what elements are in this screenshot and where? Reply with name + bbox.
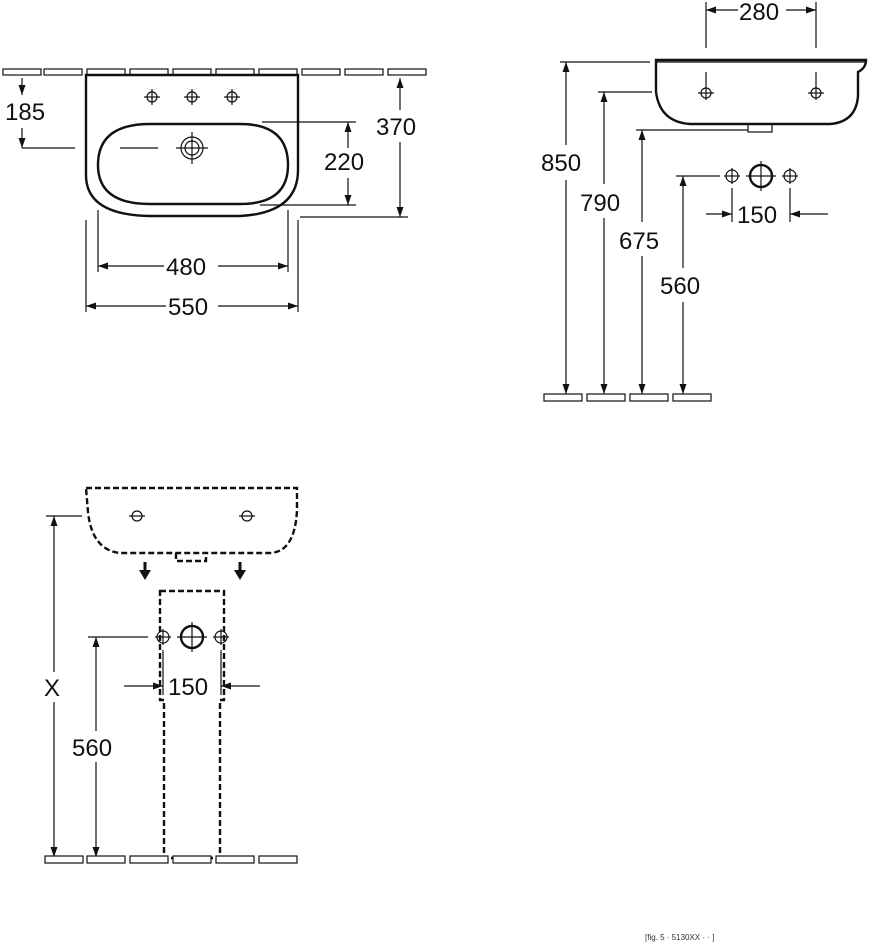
dim-width-outer: 550 — [168, 294, 208, 321]
dim-depth-total: 370 — [376, 114, 416, 141]
tap-hole-icon — [698, 72, 824, 100]
dim-height-variable: X — [44, 675, 60, 702]
basin-outline — [84, 73, 300, 218]
basin-side-outline — [654, 58, 868, 126]
pedestal-view: 150 X 560 — [44, 486, 299, 864]
basin-bowl — [96, 122, 290, 206]
dim-height-bottom: 675 — [619, 228, 659, 255]
tap-hole-icon — [144, 89, 240, 105]
dim-tap-spacing: 280 — [739, 0, 779, 26]
dim-outlet-spacing: 150 — [737, 202, 777, 229]
footer-note: [fig. 5 · 5130XX · · ] — [645, 933, 714, 942]
dim-height-outlet: 560 — [660, 273, 700, 300]
dim-bowl-depth: 220 — [324, 149, 364, 176]
side-view: 280 150 — [541, 0, 868, 402]
dim-outlet-spacing: 150 — [168, 674, 208, 701]
dim-width-inner: 480 — [166, 254, 206, 281]
tap-hole-icon — [129, 510, 255, 522]
mount-arrow-icon — [139, 562, 246, 580]
dim-height-outlet: 560 — [72, 735, 112, 762]
floor-tiles — [44, 855, 298, 864]
floor-tiles — [543, 393, 712, 402]
dim-height-bowl: 790 — [580, 190, 620, 217]
dim-tap-offset: 185 — [5, 99, 45, 126]
front-view: 185 370 220 480 550 — [2, 68, 427, 321]
dim-height-top: 850 — [541, 150, 581, 177]
basin-dashed-outline — [84, 486, 299, 555]
wall-tiles — [2, 68, 427, 76]
outlet-holes-icon — [155, 622, 229, 652]
drain-icon — [120, 132, 208, 164]
outlet-holes-icon — [724, 161, 798, 191]
